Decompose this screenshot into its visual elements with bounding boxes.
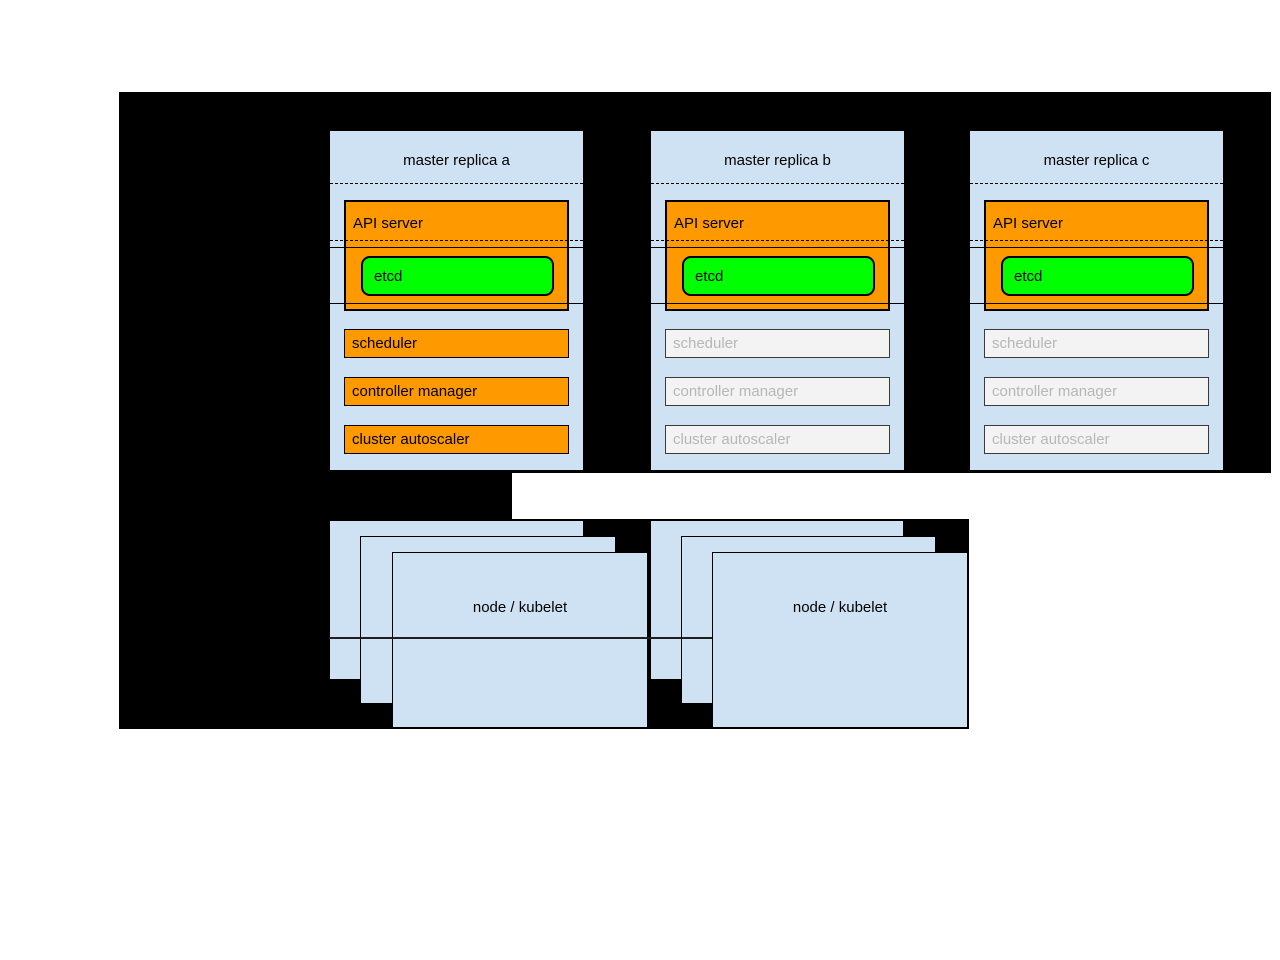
solid-separator <box>651 303 904 304</box>
etcd-box: etcd <box>682 256 875 296</box>
dashed-separator <box>330 183 583 184</box>
cluster-autoscaler-label: cluster autoscaler <box>673 431 791 448</box>
controller-manager-label: controller manager <box>673 383 799 400</box>
etcd-box: etcd <box>1001 256 1194 296</box>
dashed-separator <box>970 240 1223 241</box>
solid-separator <box>970 303 1223 304</box>
scheduler-box: scheduler <box>665 329 890 358</box>
etcd-box: etcd <box>361 256 554 296</box>
cluster-autoscaler-label: cluster autoscaler <box>992 431 1110 448</box>
master-replica-b-title: master replica b <box>724 152 831 169</box>
master-replica-a-box: master replica a API server etcd schedul… <box>329 130 584 471</box>
etcd-label: etcd <box>374 267 403 285</box>
cluster-autoscaler-box: cluster autoscaler <box>344 425 569 454</box>
controller-manager-box: controller manager <box>665 377 890 406</box>
solid-separator <box>330 247 583 248</box>
node-box-front: node / kubelet <box>392 552 648 728</box>
scheduler-box: scheduler <box>344 329 569 358</box>
controller-manager-label: controller manager <box>992 383 1118 400</box>
node-stack-divider-line <box>329 637 712 639</box>
solid-separator <box>330 303 583 304</box>
cluster-autoscaler-label: cluster autoscaler <box>352 431 470 448</box>
master-replica-c-title: master replica c <box>1043 152 1150 169</box>
dashed-separator <box>651 240 904 241</box>
scheduler-box: scheduler <box>984 329 1209 358</box>
controller-manager-box: controller manager <box>344 377 569 406</box>
scheduler-label: scheduler <box>673 335 739 352</box>
etcd-label: etcd <box>695 267 724 285</box>
master-replica-a-title: master replica a <box>403 152 510 169</box>
dashed-separator <box>970 183 1223 184</box>
node-kubelet-label: node / kubelet <box>792 599 888 616</box>
dashed-separator <box>651 183 904 184</box>
api-server-label: API server <box>674 215 745 232</box>
scheduler-label: scheduler <box>992 335 1058 352</box>
api-server-label: API server <box>993 215 1064 232</box>
etcd-label: etcd <box>1014 267 1043 285</box>
cluster-autoscaler-box: cluster autoscaler <box>665 425 890 454</box>
controller-manager-box: controller manager <box>984 377 1209 406</box>
solid-separator <box>970 247 1223 248</box>
dashed-separator <box>330 240 583 241</box>
master-replica-c-box: master replica c API server etcd schedul… <box>969 130 1224 471</box>
node-box-front: node / kubelet <box>712 552 968 728</box>
controller-manager-label: controller manager <box>352 383 478 400</box>
master-replica-b-box: master replica b API server etcd schedul… <box>650 130 905 471</box>
cluster-autoscaler-box: cluster autoscaler <box>984 425 1209 454</box>
node-kubelet-label: node / kubelet <box>472 599 568 616</box>
api-server-label: API server <box>353 215 424 232</box>
scheduler-label: scheduler <box>352 335 418 352</box>
diagram-background-notch <box>119 473 512 520</box>
solid-separator <box>651 247 904 248</box>
